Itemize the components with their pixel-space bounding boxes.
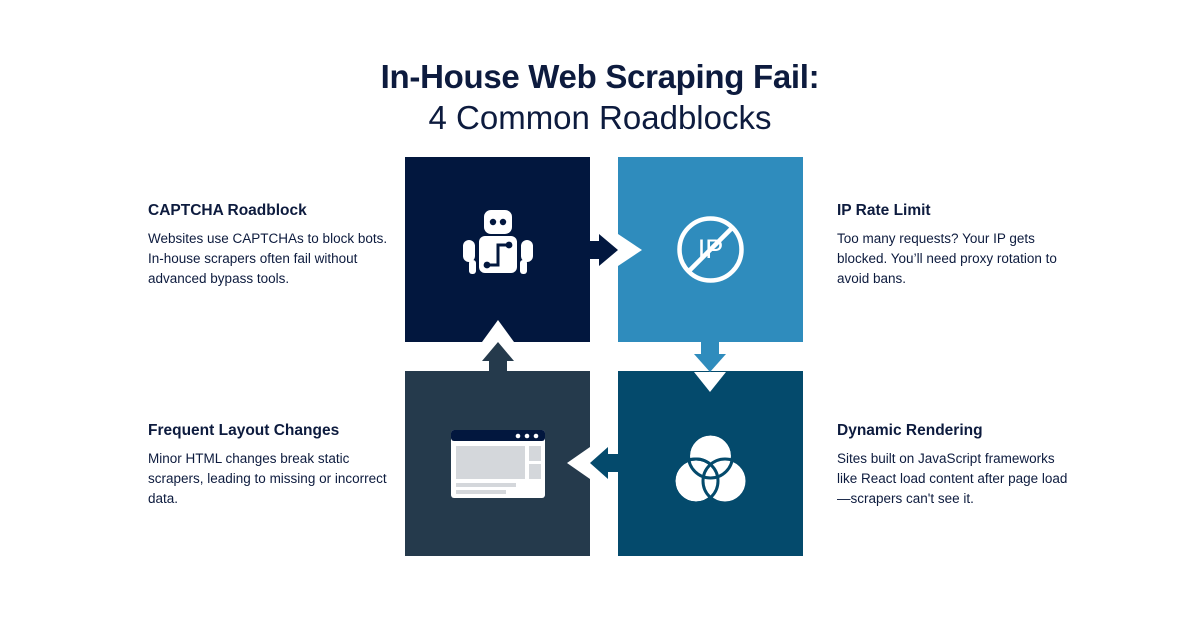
captcha-heading: CAPTCHA Roadblock xyxy=(148,202,307,219)
ip-rate-limit-description: IP Rate Limit Too many requests? Your IP… xyxy=(837,202,1077,289)
ip-rate-limit-heading: IP Rate Limit xyxy=(837,202,931,219)
captcha-text: Websites use CAPTCHAs to block bots. In-… xyxy=(148,231,388,286)
ip-rate-limit-tile: IP xyxy=(618,157,803,342)
page-title: In-House Web Scraping Fail: xyxy=(380,58,820,95)
venn-circles-icon xyxy=(672,432,749,505)
dynamic-rendering-tile xyxy=(618,371,803,556)
captcha-description: CAPTCHA Roadblock Websites use CAPTCHAs … xyxy=(148,202,388,289)
ip-blocked-icon: IP xyxy=(677,216,744,283)
dynamic-rendering-description: Dynamic Rendering Sites built on JavaScr… xyxy=(837,422,1077,509)
layout-changes-description: Frequent Layout Changes Minor HTML chang… xyxy=(148,422,388,509)
dynamic-rendering-text: Sites built on JavaScript frameworks lik… xyxy=(837,451,1068,506)
captcha-tile xyxy=(405,157,590,342)
page-subtitle: 4 Common Roadblocks xyxy=(428,99,772,136)
layout-changes-text: Minor HTML changes break static scrapers… xyxy=(148,451,387,506)
browser-window-icon xyxy=(451,430,545,498)
ip-rate-limit-text: Too many requests? Your IP gets blocked.… xyxy=(837,231,1057,286)
layout-changes-heading: Frequent Layout Changes xyxy=(148,422,340,439)
layout-changes-tile xyxy=(405,371,590,556)
robot-icon xyxy=(463,210,533,274)
ip-icon-text: IP xyxy=(698,234,724,264)
dynamic-rendering-heading: Dynamic Rendering xyxy=(837,422,983,439)
